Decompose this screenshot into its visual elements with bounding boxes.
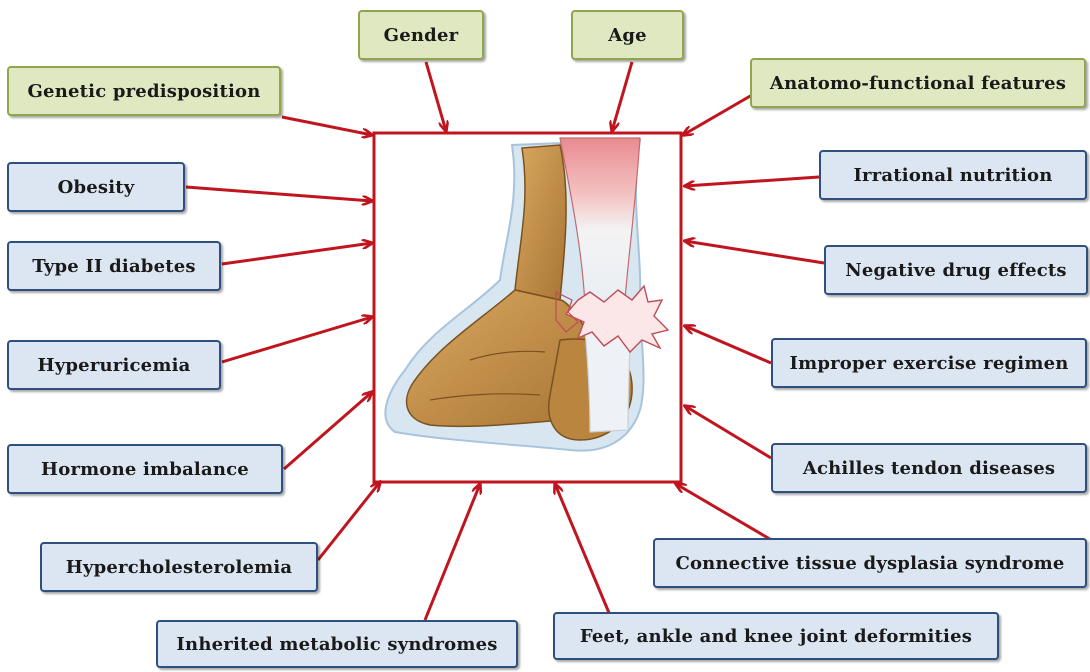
factor-anatomo-functional-features: Anatomo-functional features xyxy=(750,58,1086,108)
arrow-genetic xyxy=(282,117,372,135)
factor-hypercholesterolemia: Hypercholesterolemia xyxy=(40,542,318,592)
factor-achilles-tendon-diseases: Achilles tendon diseases xyxy=(771,443,1087,493)
arrow-obesity xyxy=(186,187,372,201)
factor-age: Age xyxy=(571,10,684,60)
factor-negative-drug-effects: Negative drug effects xyxy=(824,245,1088,295)
ankle-illustration-icon xyxy=(374,133,681,482)
factor-obesity: Obesity xyxy=(7,162,185,212)
factor-gender: Gender xyxy=(358,10,484,60)
arrow-achilles xyxy=(685,406,771,458)
arrow-exercise xyxy=(685,326,771,363)
arrow-age xyxy=(612,62,632,131)
factor-hormone-imbalance: Hormone imbalance xyxy=(7,444,283,494)
arrow-connective xyxy=(676,484,780,545)
arrow-hormone xyxy=(284,392,372,469)
arrow-hyperuricemia xyxy=(222,317,372,362)
factor-connective-tissue-dysplasia: Connective tissue dysplasia syndrome xyxy=(653,538,1087,588)
arrow-diabetes xyxy=(222,243,372,264)
factor-hyperuricemia: Hyperuricemia xyxy=(7,340,221,390)
arrow-anatomo xyxy=(683,95,752,135)
factor-improper-exercise-regimen: Improper exercise regimen xyxy=(771,338,1087,388)
arrow-irrational xyxy=(685,177,819,186)
arrow-inherited xyxy=(425,484,480,620)
arrow-deformities xyxy=(555,484,612,620)
arrow-gender xyxy=(426,62,446,131)
arrow-drug xyxy=(685,241,824,263)
factor-type-ii-diabetes: Type II diabetes xyxy=(7,241,221,291)
factor-irrational-nutrition: Irrational nutrition xyxy=(819,150,1087,200)
factor-inherited-metabolic-syndromes: Inherited metabolic syndromes xyxy=(156,620,518,668)
factor-genetic-predisposition: Genetic predisposition xyxy=(7,66,281,116)
factor-joint-deformities: Feet, ankle and knee joint deformities xyxy=(553,612,999,660)
arrow-hypercholesterolemia xyxy=(318,482,380,560)
